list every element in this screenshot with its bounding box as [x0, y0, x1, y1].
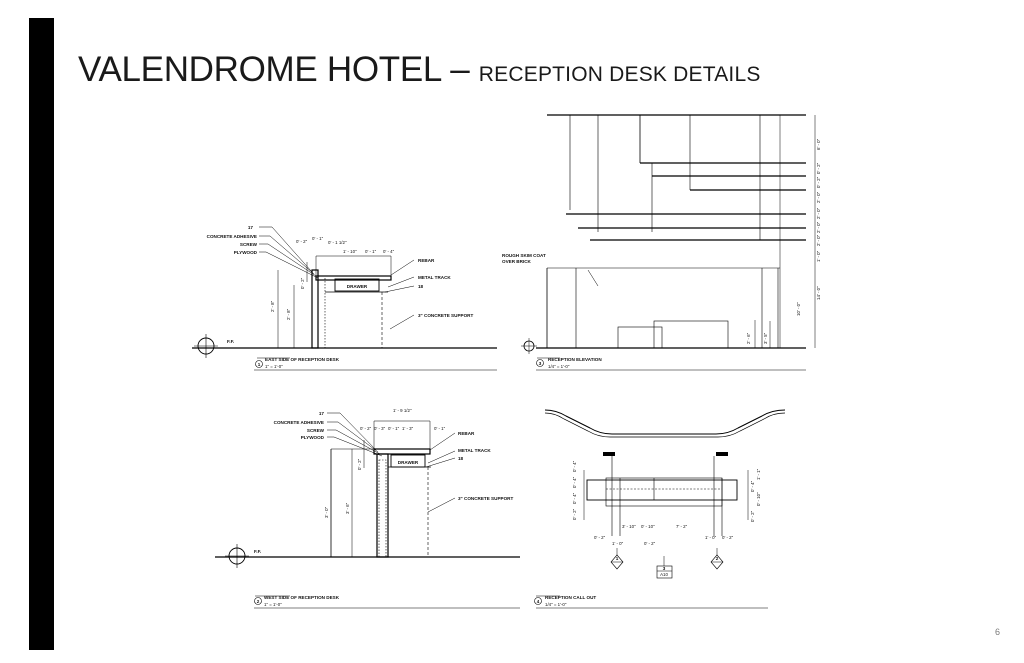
- title-subtitle: RECEPTION DESK DETAILS: [478, 63, 761, 86]
- dim-3: 0' - 1 1/2": [328, 240, 347, 245]
- ref-4: 4: [537, 599, 540, 604]
- dim-v10: 10' - 0": [796, 302, 801, 316]
- label-concrete-adhesive: CONCRETE ADHESIVE: [207, 234, 257, 239]
- dim-b1: 3' - 10": [622, 524, 636, 529]
- dim-l1: 0' - 4": [572, 460, 577, 472]
- marker-1: 1: [616, 556, 619, 561]
- dim-l4: 0' - 2": [572, 508, 577, 520]
- dim-1: 0' - 2": [296, 239, 308, 244]
- east-side-labels: 17 CONCRETE ADHESIVE SCREW PLYWOOD REBAR…: [207, 225, 474, 369]
- reception-elevation: [521, 114, 816, 367]
- dim-v9: 14' - 0": [816, 286, 821, 300]
- label-plywood: PLYWOOD: [301, 435, 325, 440]
- callout-labels: 0' - 4" 0' - 4" 0' - 4" 0' - 2" 1' - 1" …: [537, 460, 761, 607]
- left-black-bar: [29, 18, 54, 650]
- scale-west-side: 1" = 1'-0": [264, 602, 282, 607]
- label-metal-track: METAL TRACK: [458, 448, 491, 453]
- dim-3: 0' - 1": [388, 426, 400, 431]
- dim-b2: 0' - 10": [641, 524, 655, 529]
- dim-v11: 2' - 6": [746, 332, 751, 344]
- label-drawer: DRAWER: [398, 460, 419, 465]
- dim-c1: 0' - 2": [594, 535, 606, 540]
- reception-callout-plan: [534, 409, 786, 605]
- sheet-rules: [254, 369, 806, 609]
- label-rough-skim-coat: ROUGH SKIM COAT: [502, 253, 546, 258]
- caption-west-side: WEST SIDE OF RECEPTION DESK: [264, 595, 340, 600]
- scale-east-side: 1" = 1'-0": [265, 364, 283, 369]
- dim-5: 0' - 1": [365, 249, 377, 254]
- marker-2: 2: [716, 556, 719, 561]
- dim-v2: 0' - 2": [816, 162, 821, 174]
- dim-c2: 1' - 0": [612, 541, 624, 546]
- ref-2: 2: [257, 599, 260, 604]
- dim-1: 0' - 2": [360, 426, 372, 431]
- dim-b3: 7' - 2": [676, 524, 688, 529]
- dim-v5: 2' - 0": [816, 207, 821, 219]
- label-17: 17: [248, 225, 254, 230]
- label-concrete-support: 3" CONCRETE SUPPORT: [458, 496, 513, 501]
- dim-6: 0' - 2": [357, 458, 362, 470]
- label-18: 18: [458, 456, 464, 461]
- dim-8: 2' - 8": [286, 308, 291, 320]
- dim-c4: 1' - 0": [705, 535, 717, 540]
- dim-v7: 2' - 0": [816, 234, 821, 246]
- label-rebar: REBAR: [458, 431, 475, 436]
- dim-v4: 2' - 0": [816, 191, 821, 203]
- elevation-labels: ROUGH SKIM COAT OVER BRICK 6' - 0" 0' - …: [502, 138, 821, 369]
- dim-c3: 0' - 2": [644, 541, 656, 546]
- dim-9: 0' - 2": [300, 277, 305, 289]
- label-screw: SCREW: [307, 428, 325, 433]
- dim-5: 0' - 1": [434, 426, 446, 431]
- dim-v1: 6' - 0": [816, 138, 821, 150]
- dim-4: 1' - 3": [402, 426, 414, 431]
- caption-elevation: RECEPTION ELEVATION: [548, 357, 602, 362]
- dim-r3: 0' - 10": [756, 492, 761, 506]
- label-drawer: DRAWER: [347, 284, 368, 289]
- label-plywood: PLYWOOD: [234, 250, 258, 255]
- dim-4: 1' - 10": [343, 249, 357, 254]
- label-ff: F.F.: [227, 339, 234, 344]
- dim-v3: 0' - 2": [816, 176, 821, 188]
- dim-r2: 0' - 4": [750, 480, 755, 492]
- west-side-section: [215, 412, 520, 605]
- ref-1: 1: [258, 362, 261, 367]
- slide-title: VALENDROME HOTEL – RECEPTION DESK DETAIL…: [78, 50, 761, 90]
- dim-c5: 0' - 2": [722, 535, 734, 540]
- dim-v12: 3' - 5": [763, 332, 768, 344]
- ref-3: 3: [539, 361, 542, 366]
- dim-2: 0' - 1": [312, 236, 324, 241]
- title-main: VALENDROME HOTEL –: [78, 50, 479, 89]
- dim-top: 1' - 9 1/2": [393, 408, 412, 413]
- dim-6: 0' - 4": [383, 249, 395, 254]
- scale-elevation: 1/4" = 1'-0": [548, 364, 570, 369]
- marker-3: 3: [663, 566, 666, 571]
- dim-7: 2' - 8": [270, 300, 275, 312]
- label-rebar: REBAR: [418, 258, 435, 263]
- marker-sheet: A10: [660, 572, 668, 577]
- label-screw: SCREW: [240, 242, 258, 247]
- dim-l2: 0' - 4": [572, 476, 577, 488]
- label-17: 17: [319, 411, 325, 416]
- dim-7: 3' - 0": [324, 506, 329, 518]
- west-side-labels: 17 CONCRETE ADHESIVE SCREW PLYWOOD REBAR…: [254, 408, 513, 607]
- east-side-section: [192, 226, 497, 368]
- dim-v8: 1' - 0": [816, 250, 821, 262]
- dim-r4: 0' - 2": [750, 510, 755, 522]
- label-concrete-support: 3" CONCRETE SUPPORT: [418, 313, 473, 318]
- dim-r1: 1' - 1": [756, 468, 761, 480]
- dim-l3: 0' - 4": [572, 492, 577, 504]
- label-ff: F.F.: [254, 549, 261, 554]
- label-18: 18: [418, 284, 424, 289]
- dim-2: 0' - 3": [374, 426, 386, 431]
- label-over-brick: OVER BRICK: [502, 259, 532, 264]
- caption-callout: RECEPTION CALL OUT: [545, 595, 596, 600]
- caption-east-side: EAST SIDE OF RECEPTION DESK: [265, 357, 340, 362]
- dim-v6: 2' - 0": [816, 221, 821, 233]
- page-number: 6: [994, 627, 1000, 637]
- label-metal-track: METAL TRACK: [418, 275, 451, 280]
- scale-callout: 1/4" = 1'-0": [545, 602, 567, 607]
- label-concrete-adhesive: CONCRETE ADHESIVE: [274, 420, 324, 425]
- dim-8: 3' - 6": [345, 502, 350, 514]
